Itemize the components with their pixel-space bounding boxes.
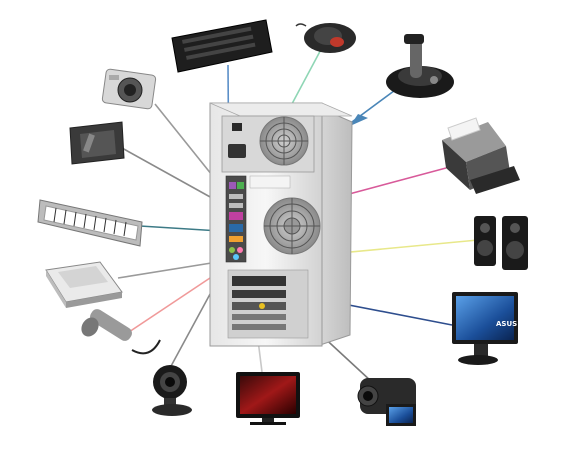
speakers-icon <box>474 216 528 270</box>
camcorder-icon <box>357 378 416 426</box>
webcam-icon <box>152 365 192 416</box>
microphone-icon <box>81 309 161 355</box>
scanner-icon <box>45 261 123 308</box>
camera-icon <box>101 68 157 110</box>
joystick-icon <box>386 34 454 98</box>
power-socket <box>228 144 246 158</box>
power-switch <box>232 123 242 131</box>
keyboard-icon <box>171 19 273 73</box>
touchpad-icon <box>69 121 125 165</box>
computer-tower <box>209 102 353 347</box>
mouse-icon <box>295 23 356 53</box>
microphone-connection <box>119 269 223 339</box>
psu-fan-icon <box>259 116 309 166</box>
monitor-icon: ASUS <box>452 292 518 365</box>
printer-icon <box>442 117 520 194</box>
arrow-head-icon <box>350 114 368 126</box>
monitor-brand-logo: ASUS <box>496 320 517 328</box>
case-fan-icon <box>263 197 321 255</box>
tv-icon <box>236 372 300 425</box>
piano-keyboard-icon <box>37 199 143 247</box>
